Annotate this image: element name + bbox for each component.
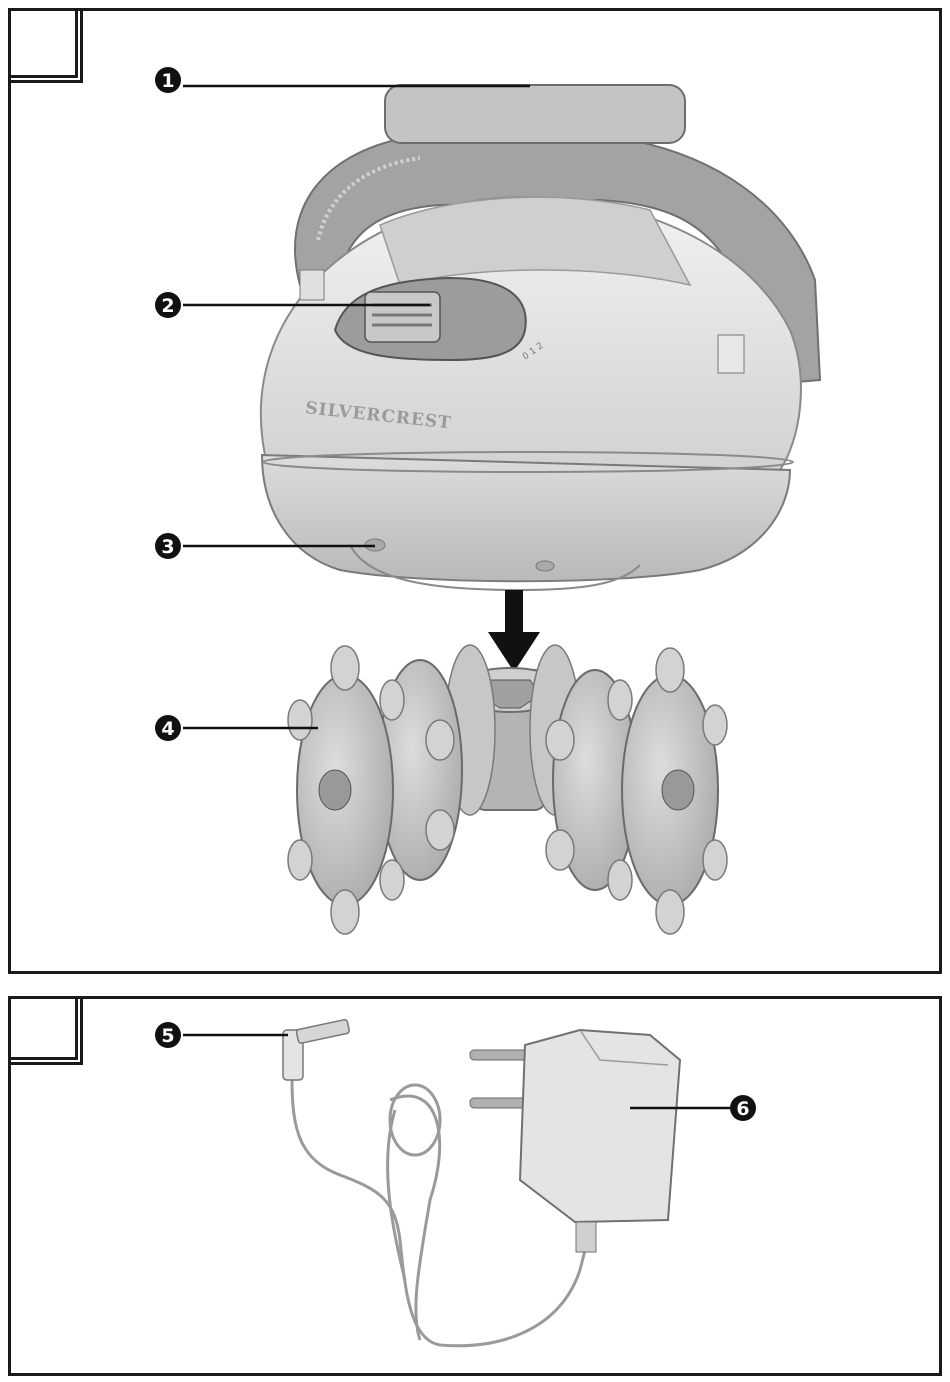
callout-3: 3 <box>155 533 181 559</box>
handle-pad <box>385 85 685 143</box>
callout-1: 1 <box>155 67 181 93</box>
dc-plug <box>283 1019 350 1080</box>
svg-text:6: 6 <box>736 1098 749 1120</box>
svg-text:2: 2 <box>161 295 174 317</box>
power-adapter <box>470 1030 680 1252</box>
device-base <box>262 455 790 581</box>
svg-text:5: 5 <box>161 1025 174 1047</box>
svg-text:3: 3 <box>161 536 174 558</box>
svg-text:1: 1 <box>161 70 174 92</box>
massage-device: 0 1 2 SILVERCREST <box>261 85 820 590</box>
insert-arrow <box>488 590 540 672</box>
svg-text:4: 4 <box>161 718 174 740</box>
callout-2: 2 <box>155 292 181 318</box>
callout-6: 6 <box>730 1095 756 1121</box>
roller-attachment <box>288 645 727 934</box>
callout-5: 5 <box>155 1022 181 1048</box>
callout-4: 4 <box>155 715 181 741</box>
